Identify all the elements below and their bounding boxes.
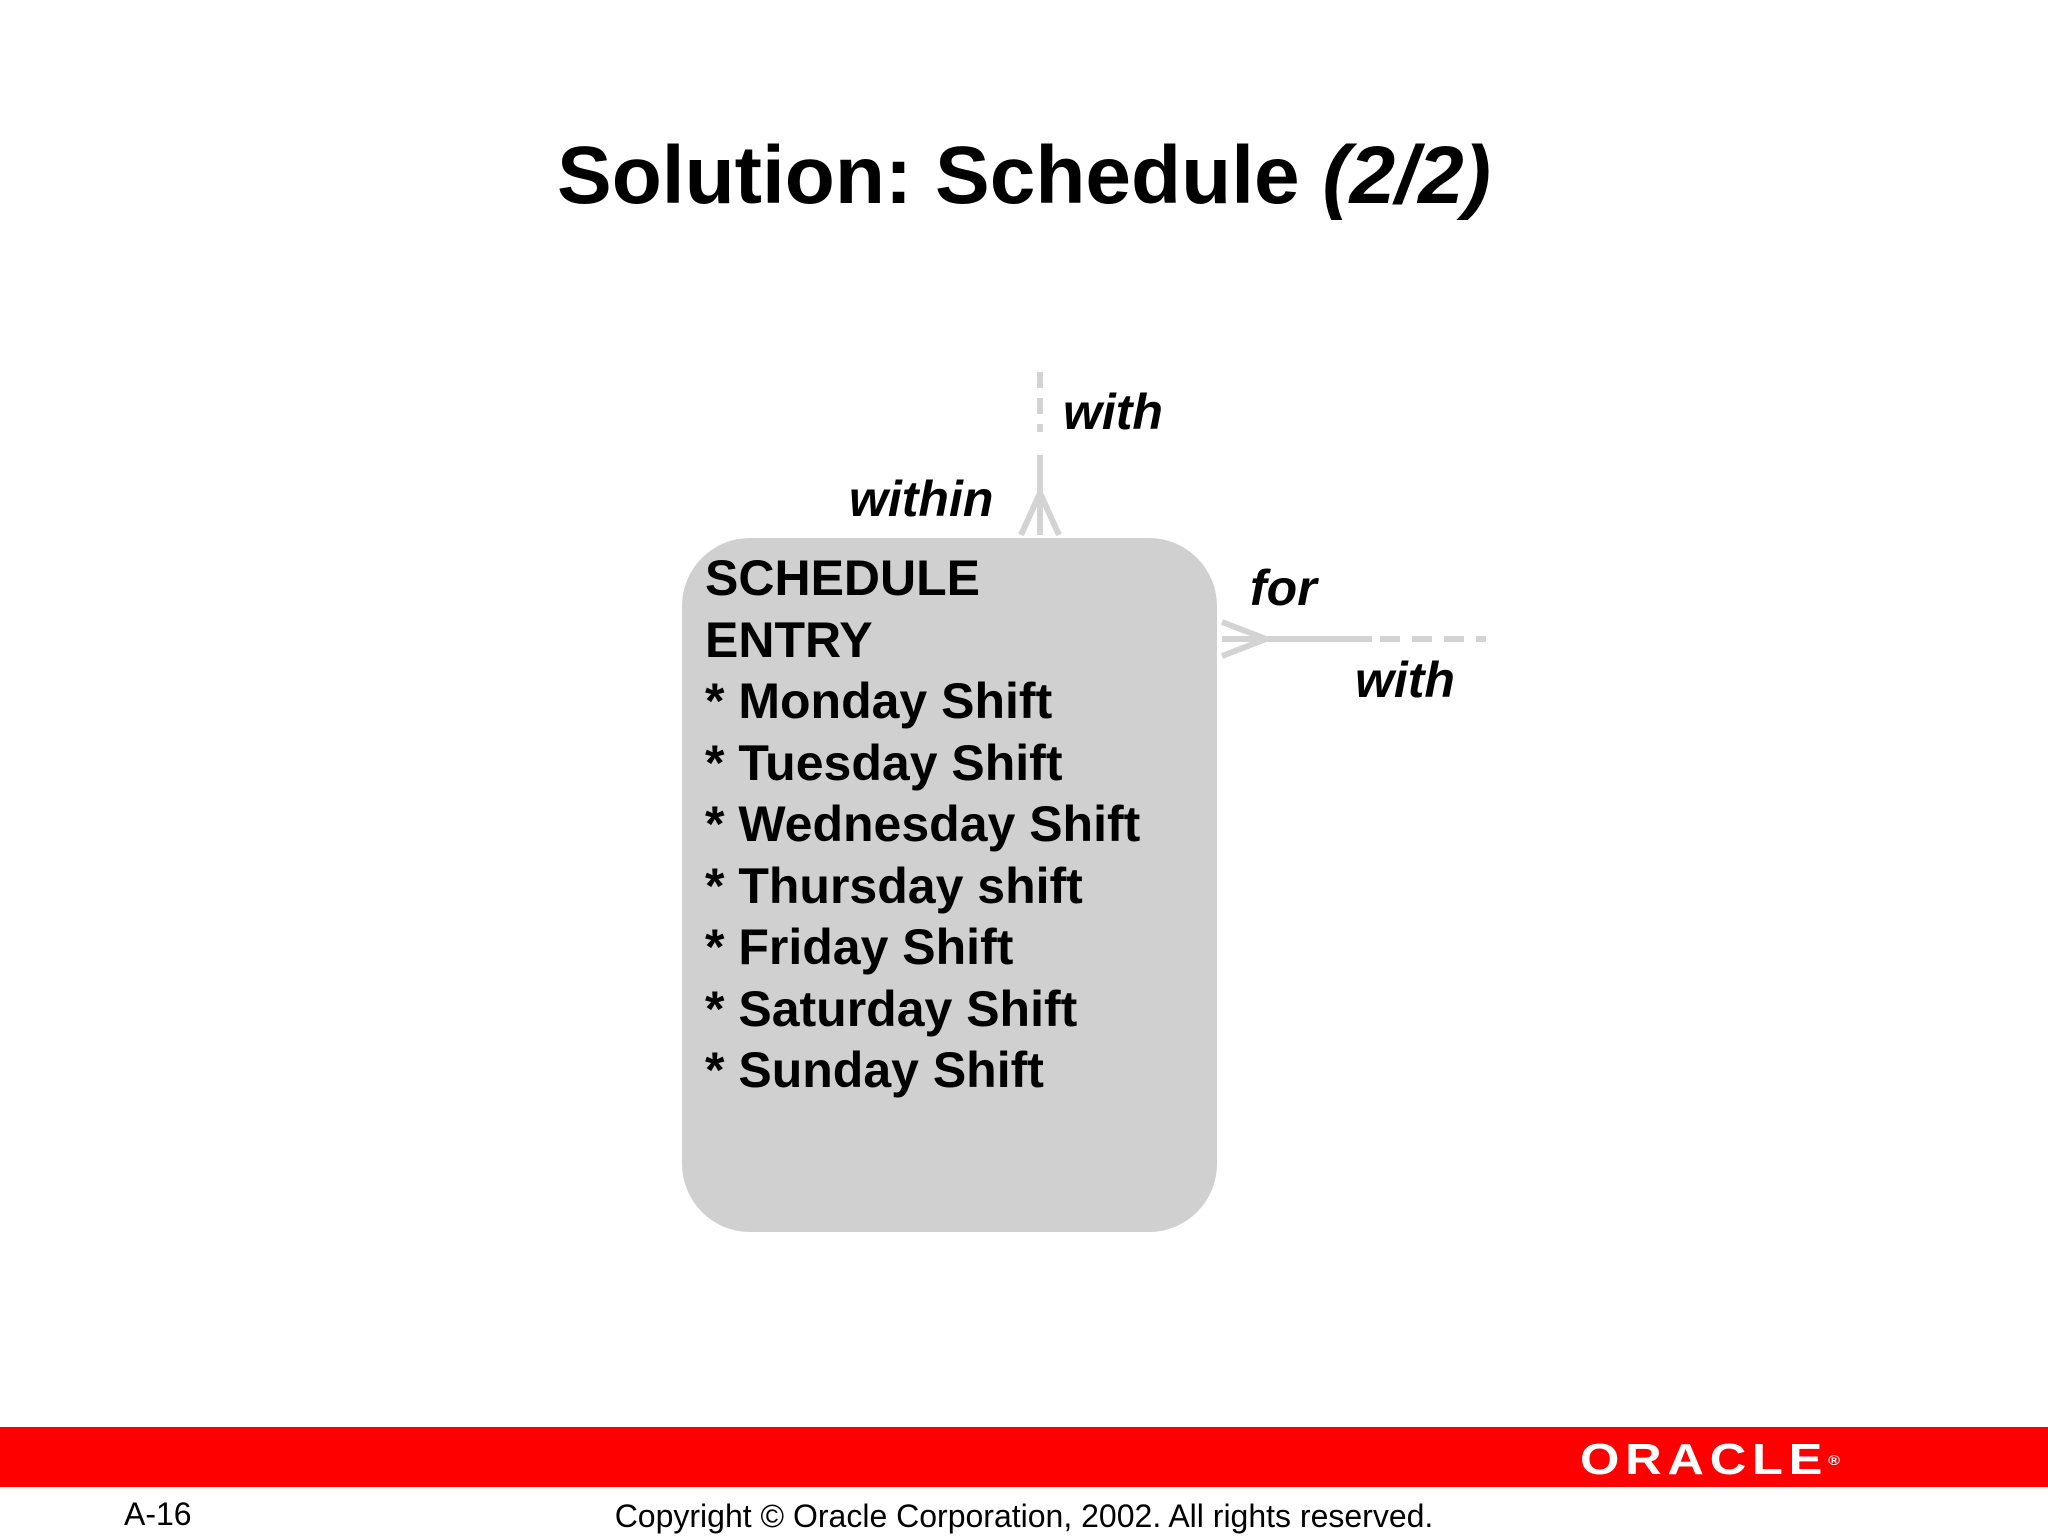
entity-attribute: * Wednesday Shift (705, 796, 1141, 852)
oracle-logo: ORACLE® (1580, 1436, 1840, 1484)
right-near-label: for (1250, 560, 1317, 616)
entity-name-line: ENTRY (705, 611, 873, 668)
title-part: (2/2) (1322, 130, 1491, 221)
entity-attribute: * Thursday shift (705, 857, 1083, 914)
schedule-entry-entity-text: SCHEDULE ENTRY * Monday Shift * Tuesday … (705, 548, 1140, 1102)
entity-attribute: * Saturday Shift (705, 980, 1078, 1037)
registered-mark-icon: ® (1828, 1452, 1841, 1468)
right-far-label: with (1355, 652, 1455, 708)
entity-attribute: * Monday Shift (705, 673, 1053, 729)
top-near-label: within (849, 471, 994, 527)
schedule-entry-entity-box (682, 538, 1217, 1232)
copyright-notice: Copyright © Oracle Corporation, 2002. Al… (614, 1498, 1434, 1534)
entity-attribute: * Sunday Shift (705, 1042, 1044, 1098)
entity-attribute: * Friday Shift (705, 919, 1014, 975)
slide-title: Solution: Schedule (2/2) (0, 128, 2048, 224)
right-crows-foot (1220, 619, 1275, 659)
entity-name-line: SCHEDULE (705, 550, 981, 606)
title-main: Solution: Schedule (557, 130, 1323, 221)
top-far-label: with (1063, 384, 1163, 440)
top-crows-foot (1018, 485, 1062, 537)
entity-attribute: * Tuesday Shift (705, 734, 1063, 791)
footer-bar (0, 1427, 2048, 1487)
page-number: A-16 (124, 1496, 192, 1532)
oracle-logo-text: ORACLE (1580, 1435, 1829, 1484)
